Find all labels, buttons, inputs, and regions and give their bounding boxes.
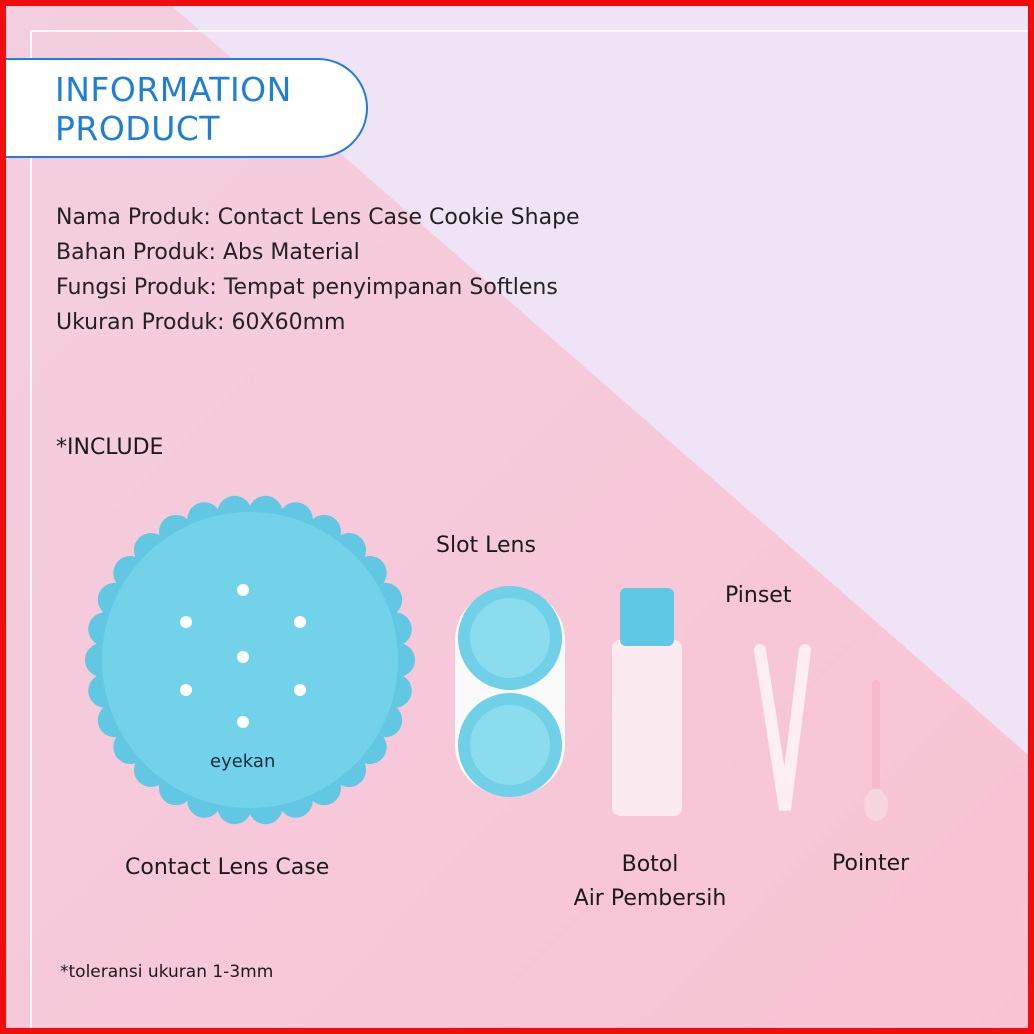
label-bottle-line2: Air Pembersih	[573, 886, 727, 911]
decorative-frame-line	[30, 30, 1030, 1030]
cookie-dot	[180, 616, 192, 628]
brand-logo: eyekan	[210, 751, 275, 772]
title-banner: INFORMATION PRODUCT	[0, 58, 368, 158]
label-pinset: Pinset	[725, 583, 792, 608]
pointer-image	[864, 680, 888, 821]
include-label: *INCLUDE	[56, 435, 164, 460]
cookie-dot	[237, 651, 249, 663]
cookie-body	[102, 512, 398, 808]
info-size: Ukuran Produk: 60X60mm	[56, 310, 346, 335]
label-pointer: Pointer	[832, 851, 910, 876]
cookie-dot	[237, 716, 249, 728]
footnote: *toleransi ukuran 1-3mm	[60, 962, 274, 982]
info-material: Bahan Produk: Abs Material	[56, 240, 360, 265]
tweezers-image	[754, 644, 811, 811]
title-line-2: PRODUCT	[55, 109, 221, 148]
info-function: Fungsi Produk: Tempat penyimpanan Softle…	[56, 275, 558, 300]
cookie-dot	[180, 684, 192, 696]
title-line-1: INFORMATION	[55, 70, 292, 109]
label-bottle: Botol Air Pembersih	[540, 848, 760, 916]
product-info: Nama Produk: Contact Lens Case Cookie Sh…	[56, 200, 580, 340]
lavender-surface	[165, 0, 1034, 760]
label-contact-lens-case: Contact Lens Case	[125, 855, 330, 880]
slot-lens-image	[455, 586, 565, 797]
info-name: Nama Produk: Contact Lens Case Cookie Sh…	[56, 205, 580, 230]
cookie-dot	[294, 616, 306, 628]
cookie-case-image	[85, 495, 415, 825]
bottle-image	[612, 588, 682, 816]
cookie-dot	[237, 584, 249, 596]
cookie-dot	[294, 684, 306, 696]
label-bottle-line1: Botol	[621, 852, 679, 877]
label-slot-lens: Slot Lens	[436, 533, 536, 558]
